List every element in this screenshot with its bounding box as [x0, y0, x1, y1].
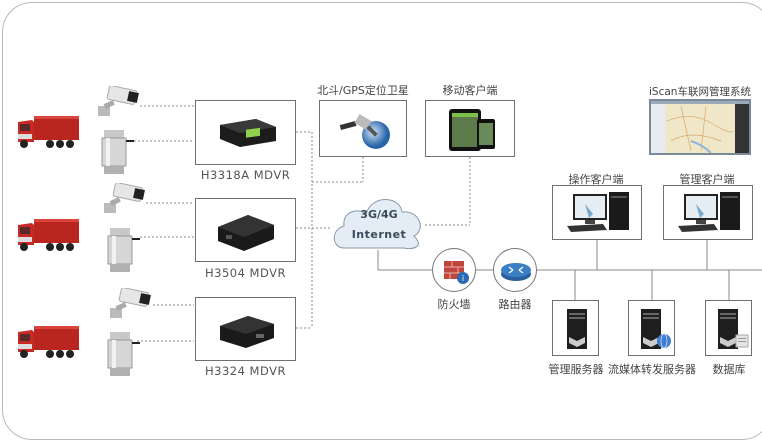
- firewall-icon: i: [444, 261, 469, 284]
- dvr-box-1: [195, 100, 296, 165]
- dvr-label-3: H3324 MDVR: [204, 364, 286, 378]
- load-sensor-icon: [106, 226, 142, 278]
- satellite-label: 北斗/GPS定位卫星: [317, 84, 409, 97]
- satellite-box: [319, 100, 407, 157]
- dvr-label-1: H3318A MDVR: [200, 168, 291, 182]
- mdvr-compact-icon: [218, 215, 274, 251]
- admin-client-box: [663, 185, 753, 240]
- server-tower-icon: [567, 309, 587, 349]
- camera-icon: [102, 182, 148, 219]
- truck-icon: [16, 215, 80, 257]
- server-tower-icon: [641, 309, 671, 349]
- server-tower-icon: [718, 309, 749, 349]
- dvr-label-2: H3504 MDVR: [204, 266, 286, 280]
- tablet-phone-icon: [449, 109, 495, 151]
- dvr-box-3: [195, 297, 296, 361]
- desktop-pc-icon: [678, 192, 740, 232]
- server-box-management: [552, 300, 599, 356]
- server-box-database: [705, 300, 752, 356]
- iscan-label: iScan车联网管理系统: [649, 86, 751, 98]
- server-box-streaming: [628, 300, 675, 356]
- server-label-database: 数据库: [712, 363, 746, 376]
- mdvr-compact-icon: [220, 316, 274, 348]
- camera-icon: [96, 85, 142, 122]
- dvr-box-2: [195, 198, 296, 262]
- cloud-line1: 3G/4G: [360, 208, 398, 221]
- internet-cloud: 3G/4G Internet: [330, 190, 428, 252]
- satellite-globe-icon: [339, 114, 390, 149]
- truck-icon: [16, 322, 80, 364]
- mdvr-screen-icon: [220, 119, 276, 147]
- iscan-screenshot: [649, 99, 751, 155]
- link-cloud-firewall: [377, 250, 432, 271]
- operator-client-label: 操作客户端: [568, 173, 624, 186]
- admin-client-label: 管理客户端: [679, 173, 735, 186]
- globe-badge-icon: [657, 334, 671, 348]
- mobile-client-box: [425, 100, 515, 157]
- camera-icon: [108, 287, 154, 324]
- map-screen-icon: [651, 101, 749, 154]
- cloud-icon: [333, 199, 421, 250]
- server-label-streaming: 流媒体转发服务器: [608, 363, 696, 376]
- router-node: [493, 248, 537, 292]
- svg-text:i: i: [462, 274, 464, 283]
- desktop-pc-icon: [567, 192, 629, 232]
- firewall-node: i: [432, 248, 476, 292]
- operator-client-box: [552, 185, 642, 240]
- router-icon: [501, 263, 531, 281]
- server-label-management: 管理服务器: [548, 363, 604, 376]
- load-sensor-icon: [106, 330, 142, 382]
- load-sensor-icon: [100, 128, 136, 180]
- firewall-label: 防火墙: [437, 298, 471, 311]
- router-label: 路由器: [498, 298, 532, 311]
- cloud-line2: Internet: [351, 228, 407, 241]
- mobile-client-label: 移动客户端: [442, 84, 498, 97]
- truck-icon: [16, 112, 80, 154]
